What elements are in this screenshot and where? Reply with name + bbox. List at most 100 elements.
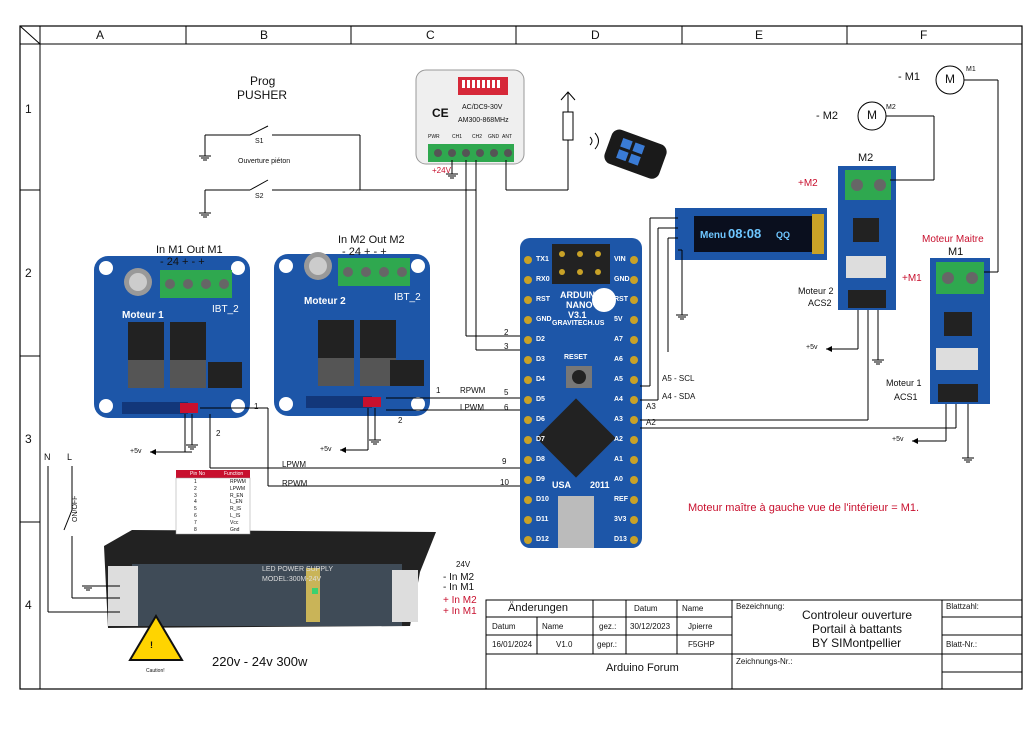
arduino-nano-label: NANO xyxy=(566,300,593,310)
sda-label: A4 - SDA xyxy=(662,392,696,401)
mains-l-label: L xyxy=(67,452,73,462)
mains-n-label: N xyxy=(44,452,51,462)
pin-table-cell: L_EN xyxy=(230,499,243,506)
caution-exclamation: ! xyxy=(150,640,153,650)
arduino-pin-right: RST xyxy=(614,296,628,303)
receiver-pin-gnd: GND xyxy=(488,134,500,140)
rpwm2-label: RPWM xyxy=(282,479,308,488)
tb-row-version: V1.0 xyxy=(556,640,573,649)
prog-label: Prog xyxy=(250,74,276,88)
in-m1-pos-label: + In M1 xyxy=(443,606,477,617)
pin-table-cell: 4 xyxy=(194,499,197,506)
plus5v-acs1: +5v xyxy=(892,436,904,443)
receiver-24v-label: +24V xyxy=(432,166,451,175)
tb-anderungen: Änderungen xyxy=(508,602,568,614)
pusher-label: PUSHER xyxy=(237,88,288,102)
a3-label: A3 xyxy=(646,402,656,411)
tb-gez: gez.: xyxy=(599,622,617,631)
onoff-label: ON/OFF xyxy=(72,495,79,522)
tb-gepr-name: F5GHP xyxy=(688,640,715,649)
pin-table-header-1: Pin No xyxy=(190,471,206,477)
pin-table-cell: 5 xyxy=(194,506,197,513)
pin-table-cell: 6 xyxy=(194,513,197,519)
arduino-pin-right: 3V3 xyxy=(614,516,627,523)
minus-m2-label: - M2 xyxy=(816,110,838,122)
wire-label-3: 3 xyxy=(504,342,509,351)
pin-table-cell: L_IS xyxy=(230,513,241,519)
arduino-pin-left: D7 xyxy=(536,436,545,443)
wire-label-2: 2 xyxy=(504,328,509,337)
tb-gez-name: Jpierre xyxy=(688,622,713,631)
row-label-2: 2 xyxy=(25,266,32,280)
current-sensor-acs1 xyxy=(930,258,990,404)
arduino-pin-left: D4 xyxy=(536,376,545,383)
ce-mark: CE xyxy=(432,106,449,120)
acs2-label-2: ACS2 xyxy=(808,298,832,308)
power-caption: 220v - 24v 300w xyxy=(212,654,308,669)
column-label-d: D xyxy=(591,28,600,42)
column-label-f: F xyxy=(920,28,928,42)
rpwm-label: RPWM xyxy=(460,386,486,395)
wire-label-1a: 1 xyxy=(436,386,441,395)
tb-datum-header: Datum xyxy=(492,622,516,631)
row-label-1: 1 xyxy=(25,102,32,116)
plus5v-driver2: +5v xyxy=(320,446,332,453)
column-label-b: B xyxy=(260,28,269,42)
arduino-pin-left: D2 xyxy=(536,336,545,343)
arduino-pin-left: D8 xyxy=(536,456,545,463)
in-m2-neg-label: - In M2 xyxy=(443,572,475,583)
tb-zeichnungs: Zeichnungs-Nr.: xyxy=(736,657,793,666)
arduino-label: ARDUINO xyxy=(560,290,602,300)
wire-label-6: 6 xyxy=(504,403,509,412)
arduino-pin-left: TX1 xyxy=(536,256,549,263)
column-label-a: A xyxy=(96,28,105,42)
row-label-3: 3 xyxy=(25,432,32,446)
tb-name2-header: Name xyxy=(682,604,704,613)
arduino-pin-left: RST xyxy=(536,296,550,303)
current-sensor-acs2 xyxy=(838,166,896,310)
pin-table-cell: Vcc xyxy=(230,519,239,526)
receiver-pin-ch2: CH2 xyxy=(472,134,483,140)
motor-m1-tag: M1 xyxy=(966,66,976,73)
tb-title-3: BY SIMontpellier xyxy=(812,636,902,650)
wire-label-2b: 2 xyxy=(216,429,221,438)
receiver-pin-pwr: PWR xyxy=(428,134,440,140)
receiver-frequency: AM300-868MHz xyxy=(458,117,509,124)
v24-label: 24V xyxy=(456,560,471,569)
arduino-pin-right: A4 xyxy=(614,396,623,403)
driver1-header: In M1 Out M1 xyxy=(156,244,223,256)
pin-table-cell: Gnd xyxy=(230,526,240,533)
driver2-ibt: IBT_2 xyxy=(394,292,421,303)
arduino-year: 2011 xyxy=(590,480,610,490)
arduino-pin-left: D12 xyxy=(536,536,549,543)
arduino-usa: USA xyxy=(552,480,572,490)
arduino-site: GRAVITECH.US xyxy=(552,320,605,327)
tb-blattzahl: Blattzahl: xyxy=(946,602,979,611)
pin-table-cell: 3 xyxy=(194,492,197,499)
wire-label-5: 5 xyxy=(504,388,509,397)
arduino-nano xyxy=(520,238,642,548)
row-label-4: 4 xyxy=(25,598,32,612)
pin-table-header-2: Function xyxy=(224,471,244,477)
plus5v-driver1: +5v xyxy=(130,448,142,455)
in-m1-neg-label: - In M1 xyxy=(443,582,475,593)
receiver-pin-ch1: CH1 xyxy=(452,134,463,140)
motor-m1-symbol: M xyxy=(945,72,955,86)
oled-qq: QQ xyxy=(776,230,791,240)
master-motor-note: Moteur maître à gauche vue de l'intérieu… xyxy=(688,502,920,514)
lpwm-label: LPWM xyxy=(460,403,484,412)
arduino-pin-right: D13 xyxy=(614,536,627,543)
driver1-pins: - 24 + - + xyxy=(160,256,205,268)
driver2-name: Moteur 2 xyxy=(304,296,346,307)
moteur-maitre-label: Moteur Maitre xyxy=(922,234,984,245)
arduino-pin-right: A1 xyxy=(614,456,623,463)
driver2-pins: - 24 + - + xyxy=(342,246,387,258)
title-block xyxy=(485,599,1023,690)
arduino-pin-right: A5 xyxy=(614,376,623,383)
pin-table xyxy=(175,470,251,535)
psu-side-label: LED POWER SUPPLY xyxy=(262,566,334,573)
minus-m1-label: - M1 xyxy=(898,71,920,83)
arduino-pin-left: D5 xyxy=(536,396,545,403)
arduino-pin-right: REF xyxy=(614,496,628,503)
pin-table-cell: R_EN xyxy=(230,492,244,499)
